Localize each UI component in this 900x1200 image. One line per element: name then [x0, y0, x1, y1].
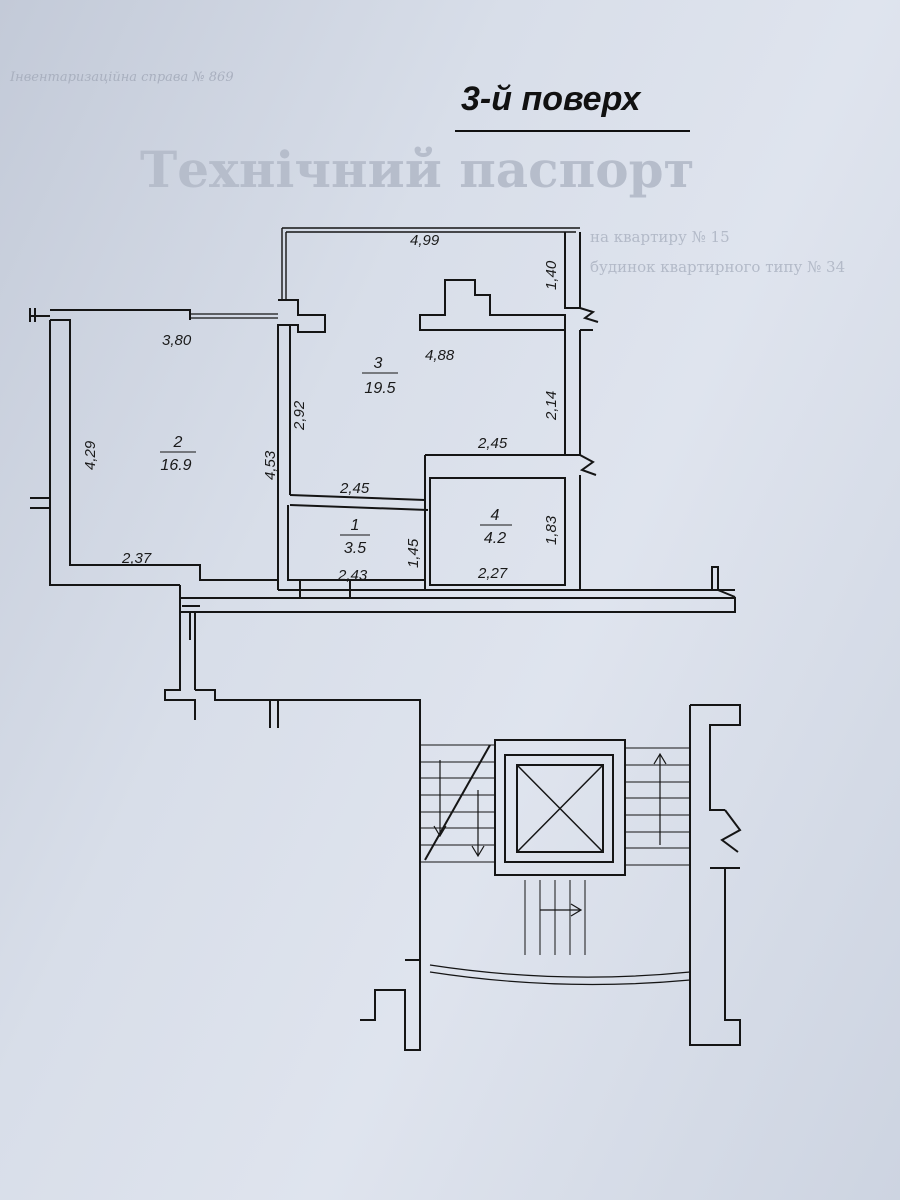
dim-bath-right: 1,83	[543, 515, 560, 545]
wall-stair-balcony	[429, 964, 691, 986]
wall-corridor	[179, 585, 736, 613]
elevator-cross	[516, 764, 604, 853]
room-area: 4.2	[484, 530, 506, 547]
room-label-3: 3 19.5	[362, 355, 398, 397]
wall-kitchen-column	[278, 299, 326, 495]
dim-living-top: 3,80	[162, 332, 192, 349]
wall-kitchen-bottom	[424, 454, 736, 598]
ghost-line-building: будинок квартирного типу № 34	[590, 258, 846, 276]
room-area: 19.5	[364, 380, 395, 397]
room-number: 3	[374, 355, 383, 372]
wall-bath	[424, 477, 566, 590]
stair-arrows	[433, 752, 667, 917]
dim-kitchen-mid: 4,88	[425, 347, 455, 364]
room-area: 16.9	[160, 457, 191, 474]
dim-kitchen-right-top: 1,40	[543, 260, 560, 290]
wall-landing-left	[164, 612, 421, 1051]
stair-flight-right	[625, 747, 690, 866]
dim-kitchen-right: 2,14	[543, 391, 560, 421]
wall-living-top	[50, 309, 191, 320]
floor-title-block: 3-й поверх	[455, 80, 690, 132]
stair-flight-bottom	[524, 880, 586, 955]
dim-kitchen-bottom: 2,45	[477, 435, 508, 452]
ghost-inventory-note: Інвентаризаційна справа № 869	[10, 70, 234, 85]
dim-kitchen-left: 2,92	[291, 400, 308, 431]
arrow-down-icon	[433, 760, 447, 838]
wall-kitchen-balcony	[281, 227, 580, 300]
ghost-heading: Технічний паспорт	[140, 140, 695, 199]
wall-right-core	[689, 704, 742, 1046]
dim-living-left: 4,29	[82, 440, 99, 470]
ghost-line-apartment: на квартиру № 15	[590, 228, 730, 246]
wall-exterior-stub-mid	[30, 497, 50, 509]
dim-living-right: 4,53	[262, 450, 279, 480]
window-living	[190, 313, 278, 319]
wall-kitchen-niche	[419, 279, 566, 331]
wall-hall	[277, 500, 426, 590]
room-number: 1	[351, 517, 360, 534]
dim-bath-bottom: 2,27	[477, 565, 508, 582]
room-area: 3.5	[344, 540, 366, 557]
room-number: 4	[491, 507, 500, 524]
dim-hall-bottom: 2,43	[337, 567, 368, 584]
room-label-2: 2 16.9	[160, 434, 196, 474]
arrow-up-icon	[653, 752, 667, 845]
wall-living-outer	[49, 320, 180, 586]
dim-balcony-top: 4,99	[410, 232, 440, 249]
room-number: 2	[173, 434, 183, 451]
arrow-right-icon	[540, 903, 583, 917]
dim-hall-right: 1,45	[405, 538, 422, 568]
floor-title: 3-й поверх	[461, 80, 641, 118]
wall-landing-inner	[194, 612, 216, 700]
wall-living-left	[50, 319, 290, 581]
wall-hall-top	[289, 494, 429, 511]
wall-kitchen-right	[564, 232, 599, 456]
stair-flight-left	[420, 744, 495, 863]
dim-hall-top: 2,45	[339, 480, 370, 497]
wall-corridor-door	[182, 590, 351, 640]
wall-elevator-outer	[494, 739, 626, 876]
room-label-4: 4 4.2	[480, 507, 512, 547]
dim-living-bottom: 2,37	[121, 550, 152, 567]
arrow-down-icon-2	[471, 790, 485, 858]
wall-exterior-stub-top	[29, 308, 50, 322]
room-label-1: 1 3.5	[340, 517, 370, 557]
